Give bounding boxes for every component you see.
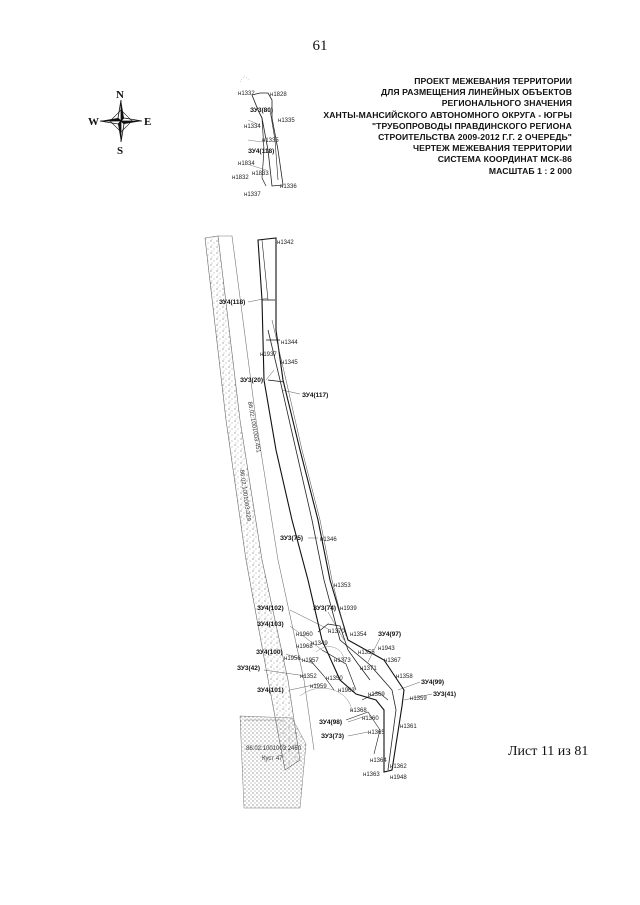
point-label: н1358 xyxy=(396,674,413,680)
point-label: н1367 xyxy=(384,658,401,664)
point-label: н1373 xyxy=(334,658,351,664)
cadastral-number: 86:02:1001003:451 xyxy=(246,401,261,454)
compass-north: N xyxy=(116,89,124,101)
pipeline-corridor xyxy=(257,237,405,773)
point-label: н1363 xyxy=(363,772,380,778)
inset-zone-label: ЗУ3(80) xyxy=(250,107,273,114)
point-label: н1354 xyxy=(350,632,367,638)
title-line: МАСШТАБ 1 : 2 000 xyxy=(488,165,572,176)
zone-label: ЗУ3(20) xyxy=(240,377,263,384)
title-block: ПРОЕКТ МЕЖЕВАНИЯ ТЕРРИТОРИИ ДЛЯ РАЗМЕЩЕН… xyxy=(272,76,572,177)
inset-label: н1828 xyxy=(270,92,287,98)
compass-west: W xyxy=(88,116,99,128)
point-label: н1959 xyxy=(310,684,327,690)
title-line: ЧЕРТЕЖ МЕЖЕВАНИЯ ТЕРРИТОРИИ xyxy=(413,143,572,154)
zone-label: ЗУ4(102) xyxy=(257,605,284,612)
point-label: н1353 xyxy=(334,583,351,589)
zone-label: ЗУ3(73) xyxy=(321,733,344,740)
title-line: РЕГИОНАЛЬНОГО ЗНАЧЕНИЯ xyxy=(441,98,572,109)
point-label: н1957 xyxy=(302,658,319,664)
cadastral-strip: 86:02:1001003:451 86:02:1001003:329 86:0… xyxy=(204,235,315,809)
zone-label: ЗУ4(117) xyxy=(302,392,328,399)
inset-label: н1832 xyxy=(232,175,249,181)
point-label: н1361 xyxy=(400,724,417,730)
title-line: СТРОИТЕЛЬСТВА 2009-2012 Г.Г. 2 ОЧЕРЕДЬ" xyxy=(378,132,572,143)
point-label: н1371 xyxy=(360,666,377,672)
point-label: н1956 xyxy=(284,656,301,662)
compass-south: S xyxy=(117,145,123,157)
point-label: н1948 xyxy=(390,775,407,781)
inset-label: н1834 xyxy=(238,161,255,167)
zone-labels: ЗУ4(118) ЗУ3(20) ЗУ4(117) ЗУ3(75) ЗУ4(10… xyxy=(219,297,456,740)
inset-zone-label: ЗУ4(118) xyxy=(248,148,274,155)
inset-label: н1334 xyxy=(244,124,261,130)
point-label: н1370 xyxy=(328,629,345,635)
zone-label: ЗУ4(101) xyxy=(257,687,284,694)
point-label: н1360 xyxy=(362,716,379,722)
point-label: н1365 xyxy=(368,730,385,736)
inset-label: н1337 xyxy=(244,192,261,198)
zone-label: ЗУ3(41) xyxy=(433,691,456,698)
point-label: н1963 xyxy=(338,688,355,694)
point-labels: н1342 н1344 н1937 н1345 н1346 н1353 н193… xyxy=(260,240,427,781)
title-line: ДЛЯ РАЗМЕЩЕНИЯ ЛИНЕЙНЫХ ОБЪЕКТОВ xyxy=(381,87,572,98)
zone-label: ЗУ4(97) xyxy=(378,631,401,638)
point-label: н1960 xyxy=(296,632,313,638)
point-label: н1968 xyxy=(296,644,313,650)
compass-rose-icon: N S W E xyxy=(88,89,151,157)
title-line: "ТРУБОПРОВОДЫ ПРАВДИНСКОГО РЕГИОНА xyxy=(371,120,572,131)
point-label: н1939 xyxy=(340,606,357,612)
sheet-number: Лист 11 из 81 xyxy=(508,744,589,759)
zone-label: ЗУ3(75) xyxy=(280,535,303,542)
inset-label: н1335 xyxy=(278,118,295,124)
point-label: н1362 xyxy=(390,764,407,770)
zone-label: ЗУ3(74) xyxy=(313,605,336,612)
point-label: н1364 xyxy=(370,758,387,764)
inset-label: н1833 xyxy=(252,171,269,177)
cadastral-label: Куст 47 xyxy=(262,756,283,762)
title-line: ХАНТЫ-МАНСИЙСКОГО АВТОНОМНОГО ОКРУГА - Ю… xyxy=(323,109,572,120)
zone-label: ЗУ4(103) xyxy=(257,621,284,628)
point-label: н1359 xyxy=(410,696,427,702)
point-label: н1345 xyxy=(281,360,298,366)
page-number: 61 xyxy=(312,38,328,54)
point-label: н1943 xyxy=(378,646,395,652)
point-label: н1349 xyxy=(311,641,328,647)
point-label: н1342 xyxy=(277,240,294,246)
inset-map: н1332 н1828 ЗУ3(80) н1335 н1334 н1335 ЗУ… xyxy=(232,75,297,198)
inset-label: н1332 xyxy=(238,91,255,97)
title-line: ПРОЕКТ МЕЖЕВАНИЯ ТЕРРИТОРИИ xyxy=(414,76,572,86)
zone-label: ЗУ4(99) xyxy=(421,679,444,686)
point-label: н1346 xyxy=(320,537,337,543)
zone-label: ЗУ3(42) xyxy=(237,665,260,672)
point-label: н1369 xyxy=(368,692,385,698)
cadastral-number: 86:02:1001003:2460 xyxy=(246,746,302,752)
point-label: н1937 xyxy=(260,352,277,358)
point-label: н1350 xyxy=(326,676,343,682)
title-line: СИСТЕМА КООРДИНАТ МСК-86 xyxy=(437,154,572,165)
inset-label: н1335 xyxy=(262,138,279,144)
point-label: н1368 xyxy=(350,708,367,714)
point-label: н1352 xyxy=(300,674,317,680)
zone-label: ЗУ4(118) xyxy=(219,299,245,306)
inset-label: н1336 xyxy=(280,184,297,190)
point-label: н1355 xyxy=(358,650,375,656)
compass-east: E xyxy=(144,116,151,128)
point-label: н1344 xyxy=(281,340,298,346)
zone-label: ЗУ4(98) xyxy=(319,719,342,726)
zone-label: ЗУ4(100) xyxy=(256,649,283,656)
